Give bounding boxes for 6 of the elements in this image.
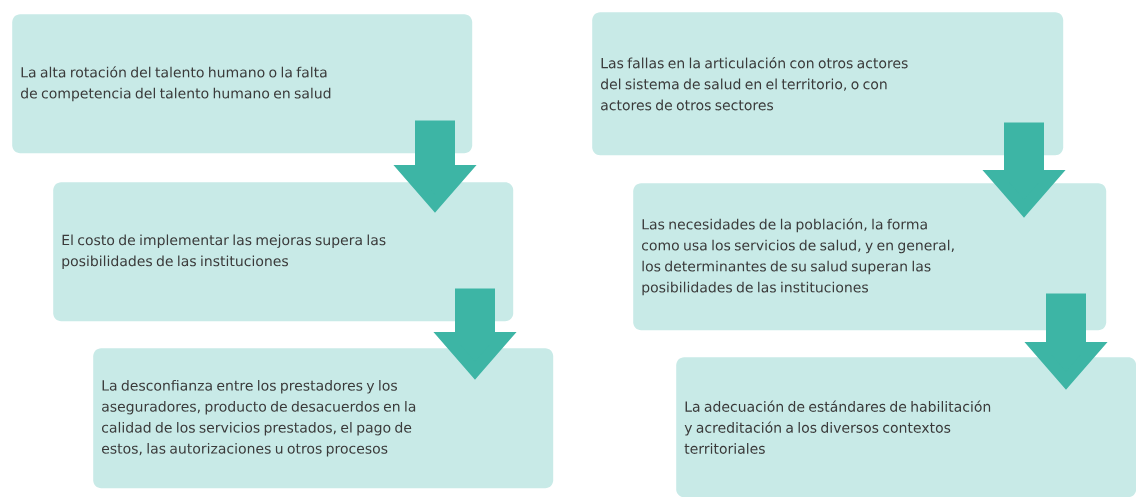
text-box: El costo de implementar las mejoras supera las posibilidades de las instituciones (53, 182, 514, 322)
text-box: La adecuación de estándares de habilitación y acreditación a los diversos contextos territoriales (676, 357, 1136, 497)
text-box: La desconfianza entre los prestadores y los aseguradores, producto de desacuerdos en la calidad de los servicios prestados, el pago de estos, las autorizaciones u otros procesos (93, 348, 554, 489)
text-box: Las necesidades de la población, la forma como usa los servicios de salud, y en general, los determinantes de su salud superan las posibilidades de las instituciones (633, 183, 1107, 331)
text-box: La alta rotación del talento humano o la falta de competencia del talento humano en salud (12, 14, 473, 154)
text-box: Las fallas en la articulación con otros actores del sistema de salud en el territorio, o con actores de otros sectores (592, 12, 1064, 156)
